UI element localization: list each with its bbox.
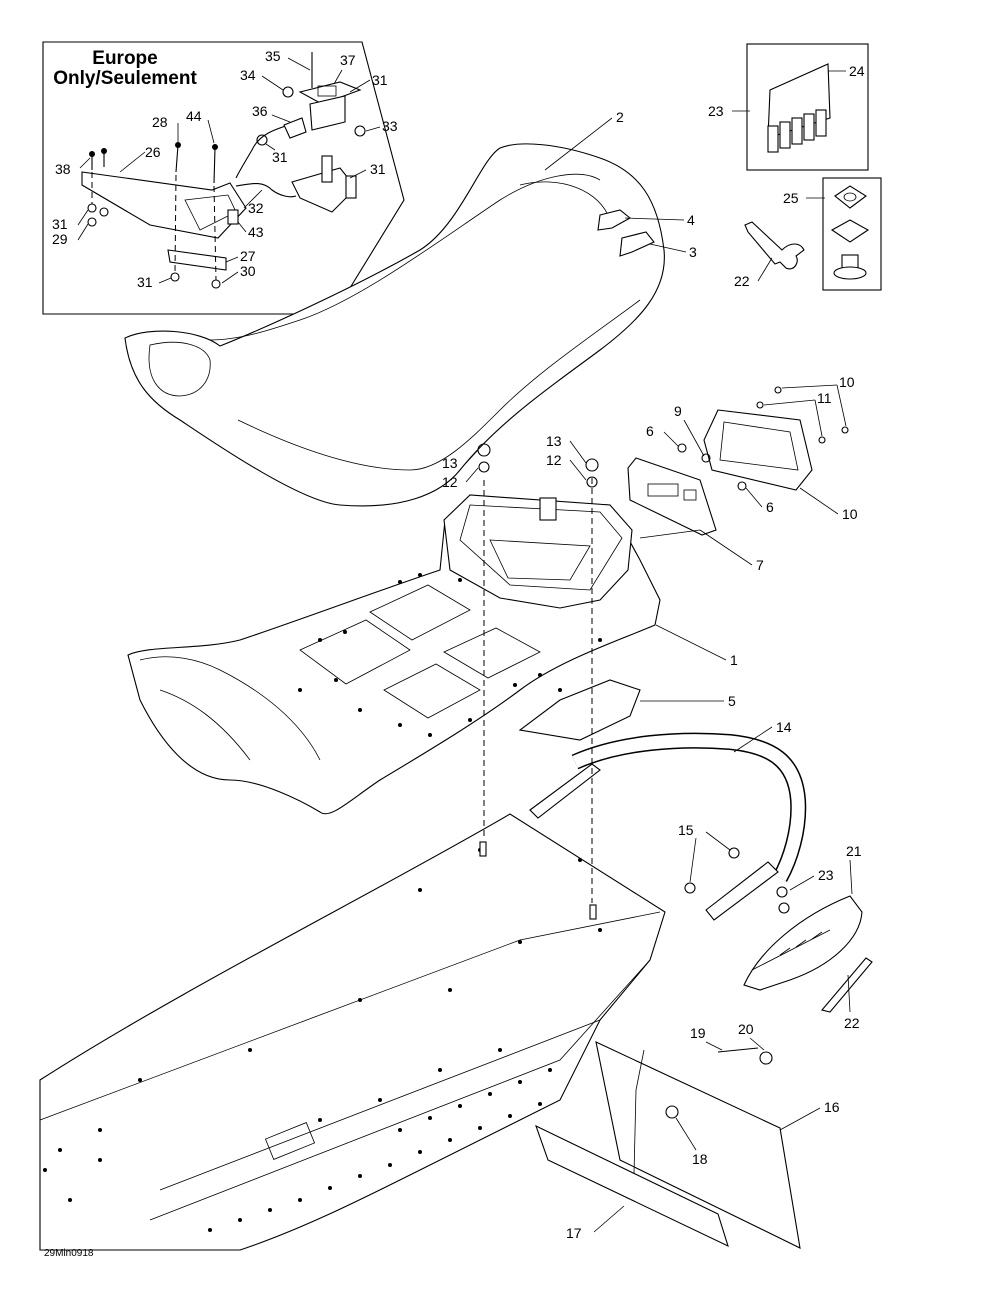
callout-44: 44: [186, 108, 202, 124]
grab-handle-part: [529, 732, 807, 921]
taillight-assembly: [627, 386, 849, 536]
callout-41: 36: [252, 103, 268, 119]
callout-33: 38: [55, 161, 71, 177]
taillight-lens-part: [703, 409, 813, 491]
snow-flap-part: [595, 1041, 801, 1249]
seat-cushion-part: [124, 143, 665, 507]
callout-13-left: 13: [442, 455, 458, 471]
callout-29: 27: [240, 248, 256, 264]
bracket-part: [167, 249, 227, 271]
callout-3: 3: [689, 244, 697, 260]
callout-35: 31: [372, 72, 388, 88]
callout-39: 34: [240, 67, 256, 83]
callout-9: 10: [842, 506, 858, 522]
callout-18: 18: [692, 1151, 708, 1167]
callout-37: 32: [248, 200, 264, 216]
callout-12-right: 12: [546, 452, 562, 468]
callout-23: 23: [818, 867, 834, 883]
callout-26: 24: [849, 63, 865, 79]
base-pad-part: [518, 679, 641, 741]
spanner-wrench-part: [744, 221, 805, 270]
seat-latch-part: [597, 209, 631, 231]
tunnel-part: [39, 813, 666, 1251]
gasket-kit-box: [822, 177, 882, 291]
callout-42: 37: [340, 52, 356, 68]
callout-6-bottom: 6: [766, 499, 774, 515]
callout-38: 33: [382, 118, 398, 134]
callout-13-right: 13: [546, 433, 562, 449]
callout-8: 9: [674, 403, 682, 419]
callout-31-bottom: 31: [137, 274, 153, 290]
drawing-code: 29Min0918: [44, 1248, 94, 1259]
callout-28: 26: [145, 144, 161, 160]
callout-6-top: 6: [646, 423, 654, 439]
callout-1: 1: [730, 652, 738, 668]
callout-14: 14: [776, 719, 792, 735]
callout-10: 10: [839, 374, 855, 390]
callout-2: 2: [616, 109, 624, 125]
mounting-plate-part: [81, 171, 247, 239]
callout-16: 16: [824, 1099, 840, 1115]
callout-36: 31: [272, 149, 288, 165]
callout-5: 5: [728, 693, 736, 709]
taillight-base-part: [627, 457, 717, 536]
callout-19: 19: [690, 1025, 706, 1041]
seat-base-pan-part: [127, 494, 661, 815]
inset-title-line2: Only/Seulement: [53, 68, 197, 89]
latch-cover-part: [298, 81, 362, 105]
callout-30: 28: [152, 114, 168, 130]
seat-hook-part: [619, 231, 655, 257]
callout-31-left: 29: [52, 231, 68, 247]
callout-31-right: 30: [240, 263, 256, 279]
latch-body-part: [309, 95, 346, 131]
callout-15: 15: [678, 822, 694, 838]
rear-reflector-assembly: [743, 886, 873, 1013]
callout-24: 22: [734, 273, 750, 289]
callout-4: 4: [687, 212, 695, 228]
europe-inset-panel: Europe Only/Seulement: [42, 41, 405, 315]
rear-cap-part: [743, 895, 863, 991]
flap-stiffener-part: [535, 1124, 729, 1248]
callout-12-left: 12: [442, 474, 458, 490]
reflector-part: [821, 957, 873, 1013]
callout-43: 43: [248, 224, 264, 240]
callout-17: 17: [566, 1225, 582, 1241]
callout-34: 31: [370, 161, 386, 177]
callout-7: 7: [756, 557, 764, 573]
callout-20: 20: [738, 1021, 754, 1037]
callout-21: 21: [846, 843, 862, 859]
callout-27: 25: [783, 190, 799, 206]
inset-title-line1: Europe: [92, 48, 157, 69]
callout-32: 31: [52, 216, 68, 232]
snow-flap-assembly: [535, 1041, 801, 1249]
callout-22: 22: [844, 1015, 860, 1031]
tool-kit-box: [746, 43, 869, 171]
callout-40: 35: [265, 48, 281, 64]
callout-11: 11: [817, 390, 832, 406]
callout-25: 23: [708, 103, 724, 119]
